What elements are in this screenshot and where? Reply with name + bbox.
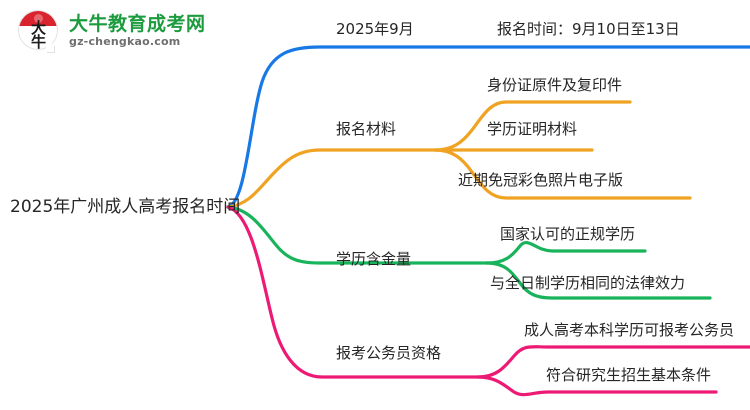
node-materials-child-0: 身份证原件及复印件 [487, 76, 623, 94]
logo-text-block: 大牛教育成考网 gz-chengkao.com [69, 13, 206, 49]
node-civil-service-label: 报考公务员资格 [336, 344, 442, 362]
node-materials-child-2: 近期免冠彩色照片电子版 [458, 171, 624, 189]
logo-subtitle: gz-chengkao.com [69, 35, 181, 48]
branch-path-degree-value [226, 205, 712, 300]
node-materials-child-1: 学历证明材料 [487, 120, 578, 138]
branch-path-materials [226, 100, 692, 209]
mindmap-root-label: 2025年广州成人高考报名时间 [10, 197, 241, 217]
branch-path-civil-service [226, 205, 750, 397]
node-degree-value-child-0: 国家认可的正规学历 [500, 225, 636, 243]
node-exam-time-child-0: 报名时间：9月10日至13日 [497, 20, 680, 38]
daniu-logo-icon: 大 牛 [18, 10, 62, 52]
node-materials-label: 报名材料 [336, 120, 397, 138]
site-logo[interactable]: 大 牛 大牛教育成考网 gz-chengkao.com [18, 10, 206, 52]
branch-path-exam-time [226, 45, 750, 209]
logo-glyph-top: 大 [30, 19, 46, 37]
logo-glyph-bottom: 牛 [30, 33, 46, 51]
node-civil-service-child-0: 成人高考本科学历可报考公务员 [524, 321, 735, 339]
node-degree-value-label: 学历含金量 [336, 250, 412, 268]
node-degree-value-child-1: 与全日制学历相同的法律效力 [490, 274, 686, 292]
node-civil-service-child-1: 符合研究生招生基本条件 [546, 366, 712, 384]
logo-title: 大牛教育成考网 [69, 13, 206, 35]
node-exam-time-label: 2025年9月 [336, 20, 414, 38]
